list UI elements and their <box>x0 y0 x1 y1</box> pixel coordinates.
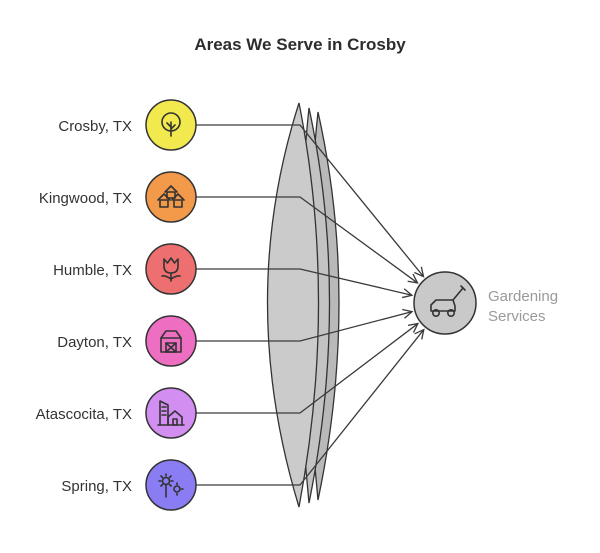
barn-icon <box>160 330 182 353</box>
connector-line <box>196 329 425 486</box>
target-node-gardening-services: Gardening Services <box>413 271 558 335</box>
area-node-spring: Spring, TX <box>61 459 197 511</box>
connector-line <box>196 124 425 278</box>
area-label: Crosby, TX <box>58 118 132 135</box>
lawn-mower-icon <box>430 285 466 318</box>
area-node-kingwood: Kingwood, TX <box>39 171 197 223</box>
connector-line <box>196 196 418 284</box>
area-node-humble: Humble, TX <box>53 243 197 295</box>
area-circle <box>145 315 197 367</box>
tulip-icon <box>161 257 181 282</box>
houses-icon <box>157 185 185 208</box>
arrowhead <box>414 328 425 340</box>
area-label: Atascocita, TX <box>36 406 132 423</box>
area-label: Spring, TX <box>61 478 132 495</box>
arrowhead <box>414 266 425 278</box>
connector-line <box>196 323 419 414</box>
tree-icon <box>161 112 181 137</box>
flowers-icon <box>158 473 184 498</box>
arrowhead <box>407 322 420 333</box>
area-node-atascocita: Atascocita, TX <box>36 387 197 439</box>
connector-line <box>196 268 413 296</box>
city-buildings-icon <box>157 400 185 426</box>
area-node-dayton: Dayton, TX <box>57 315 197 367</box>
area-label: Dayton, TX <box>57 334 132 351</box>
arrowhead <box>401 288 414 299</box>
area-label: Humble, TX <box>53 262 132 279</box>
target-label-line2: Services <box>488 308 546 325</box>
target-label-line1: Gardening <box>488 288 558 305</box>
lens <box>266 102 340 508</box>
arrowhead <box>402 308 414 319</box>
area-circle <box>145 171 197 223</box>
lens-front <box>266 102 320 508</box>
arrowhead <box>407 273 419 284</box>
connectors <box>196 124 425 486</box>
area-circle <box>145 243 197 295</box>
area-node-crosby: Crosby, TX <box>58 99 197 151</box>
target-circle <box>413 271 477 335</box>
diagram-title: Areas We Serve in Crosby <box>194 35 406 54</box>
area-circle <box>145 387 197 439</box>
area-nodes: Crosby, TX Kingwood, TX Hu <box>36 99 197 511</box>
connector-line <box>196 310 413 342</box>
area-label: Kingwood, TX <box>39 190 132 207</box>
